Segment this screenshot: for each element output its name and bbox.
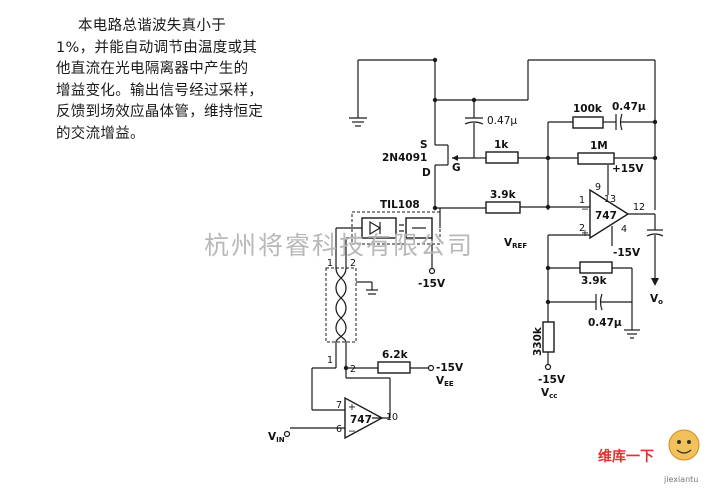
pin-9-label: 9	[595, 182, 601, 193]
res-330k-label: 330k	[532, 326, 544, 356]
pin-13-label: 13	[604, 194, 616, 205]
resistor-1k	[485, 151, 519, 164]
supply-neg-op-label: -15V	[613, 247, 641, 259]
ground-symbol	[624, 302, 640, 339]
junction-dot	[652, 155, 658, 161]
terminal	[428, 267, 436, 275]
cap-lower-label: 0.47μ	[588, 317, 622, 329]
site-logo: 维库一下 jiexiantu	[598, 429, 700, 484]
pin-12-label: 12	[633, 202, 645, 213]
terminal	[283, 430, 291, 438]
op-buf-label: 747	[350, 414, 372, 426]
twisted-pair-b	[335, 267, 347, 343]
resistor-3k9-lower	[579, 261, 613, 274]
cap-top-label: 0.47μ	[487, 115, 517, 127]
logo-text: 维库一下	[598, 448, 654, 465]
description-line: 他直流在光电隔离器中产生的	[56, 61, 249, 77]
description-line: 反馈到场效应晶体管，维持恒定	[56, 104, 264, 120]
fet-label: 2N4091	[382, 152, 427, 164]
junction-dot	[471, 97, 477, 103]
terminal	[544, 363, 552, 371]
minus-sign: −	[348, 426, 356, 437]
opto-label: TIL108	[380, 199, 420, 211]
resistor-3k9-input	[485, 201, 521, 214]
res-3k9-in-label: 3.9k	[490, 189, 517, 201]
resistor-330k	[542, 321, 555, 353]
op-amp-buffer	[344, 396, 384, 440]
junction-dot	[545, 155, 551, 161]
vee-label: VEE	[436, 375, 454, 388]
buf-pin6-label: 6	[336, 424, 342, 435]
vcc-value-label: -15V	[538, 374, 566, 386]
supply-pos-label: +15V	[612, 163, 644, 175]
buf-pin10-label: 10	[386, 412, 398, 423]
capacitor-feedback	[615, 113, 623, 131]
plus-sign: +	[581, 228, 589, 239]
res-3k9-lower-label: 3.9k	[581, 275, 608, 287]
resistor-6k2	[377, 361, 411, 374]
opto-neg-label: -15V	[418, 278, 446, 290]
led-diode	[369, 220, 382, 236]
pin-1-label: 1	[579, 195, 585, 206]
fet-source-label: S	[420, 139, 428, 151]
buf-pin7-label: 7	[336, 400, 342, 411]
vo-label: Vo	[650, 293, 663, 306]
description-line: 本电路总谐波失真小于	[78, 18, 226, 34]
pair-pin2b-label: 2	[350, 364, 356, 375]
junction-dot	[432, 205, 438, 211]
plus-sign: +	[348, 402, 356, 413]
description-line: 1%，并能自动调节由温度或其	[56, 39, 258, 56]
pin-4-label: 4	[621, 224, 627, 235]
twisted-pair-a	[335, 267, 347, 343]
pair-pin2-label: 2	[350, 258, 356, 269]
pair-pin1-label: 1	[327, 258, 333, 269]
vee-value-label: -15V	[436, 362, 464, 374]
pin-2-label: 2	[579, 223, 585, 234]
terminal	[427, 364, 435, 372]
shield	[325, 267, 357, 343]
minus-sign: −	[581, 204, 589, 215]
res-gate-label: 1k	[494, 139, 509, 151]
junction-dot	[652, 119, 658, 125]
vcc-label: Vcc	[541, 387, 557, 400]
ground-symbol	[356, 281, 378, 295]
res-6k2-label: 6.2k	[382, 349, 409, 361]
fet-gate-label: G	[452, 162, 461, 174]
res-100k-label: 100k	[573, 103, 603, 115]
vref-label: VREF	[504, 237, 527, 250]
pair-pin1b-label: 1	[327, 355, 333, 366]
junction-dot	[545, 299, 551, 305]
junction-dot	[432, 57, 438, 63]
logo-subtext: jiexiantu	[663, 475, 698, 484]
res-1m-label: 1M	[590, 140, 608, 152]
capacitor-output	[646, 214, 664, 286]
watermark-text: 杭州将睿科技有限公司	[204, 231, 474, 260]
fet-transistor	[434, 144, 474, 208]
op-main-label: 747	[595, 210, 617, 222]
fet-drain-label: D	[422, 167, 431, 179]
resistor-100k	[572, 116, 604, 129]
resistor-1m	[577, 152, 615, 165]
opto-photocell	[405, 217, 433, 239]
description-line: 增益变化。输出信号经过采样，	[56, 82, 264, 99]
capacitor-top	[464, 100, 484, 136]
op-amp-main	[589, 188, 630, 240]
description-text: 本电路总谐波失真小于 1%，并能自动调节由温度或其 他直流在光电隔离器中产生的 …	[56, 16, 292, 145]
description-line: 的交流增益。	[56, 125, 145, 142]
cap-fb-label: 0.47μ	[612, 101, 646, 113]
capacitor-lower	[595, 293, 603, 311]
vin-label: VIN	[268, 431, 285, 444]
junction-dot	[432, 97, 438, 103]
ground-symbol	[349, 60, 367, 127]
